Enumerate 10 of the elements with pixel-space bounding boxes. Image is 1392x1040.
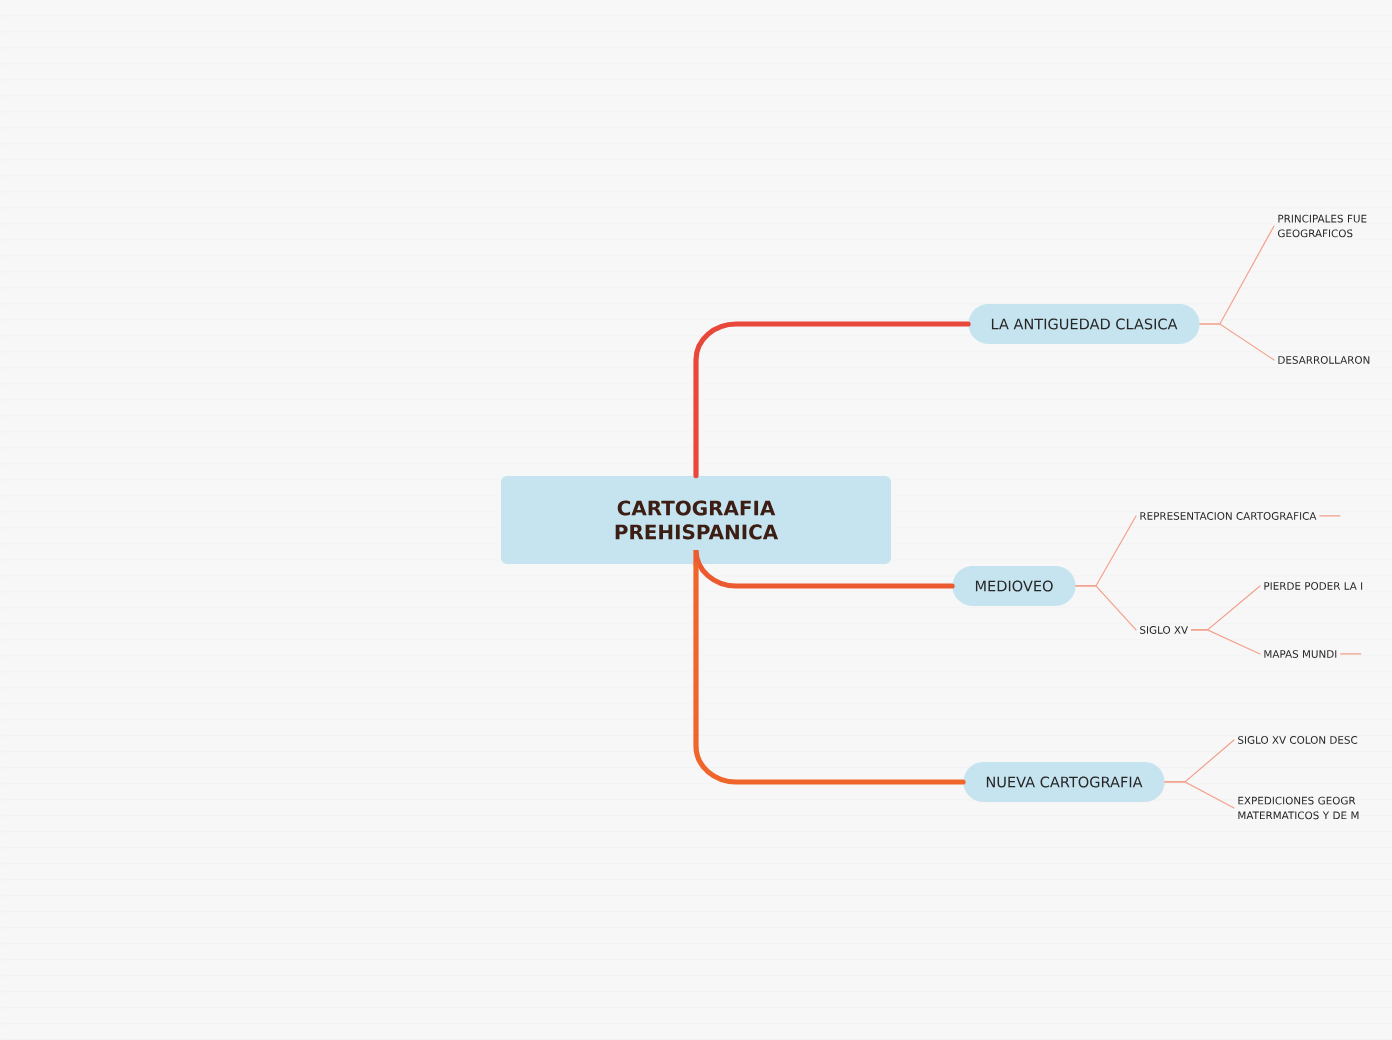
connector-line — [693, 321, 971, 479]
connector-line — [693, 547, 955, 589]
connector-line — [1199, 323, 1275, 361]
connector-line — [1075, 585, 1137, 631]
central-topic-box: CARTOGRAFIA PREHISPANICA — [501, 475, 891, 564]
connector-line — [1164, 781, 1235, 809]
connector-line — [1190, 629, 1261, 655]
connector-line — [1340, 653, 1362, 655]
connector-line — [693, 561, 966, 785]
connector-line — [1319, 515, 1341, 517]
